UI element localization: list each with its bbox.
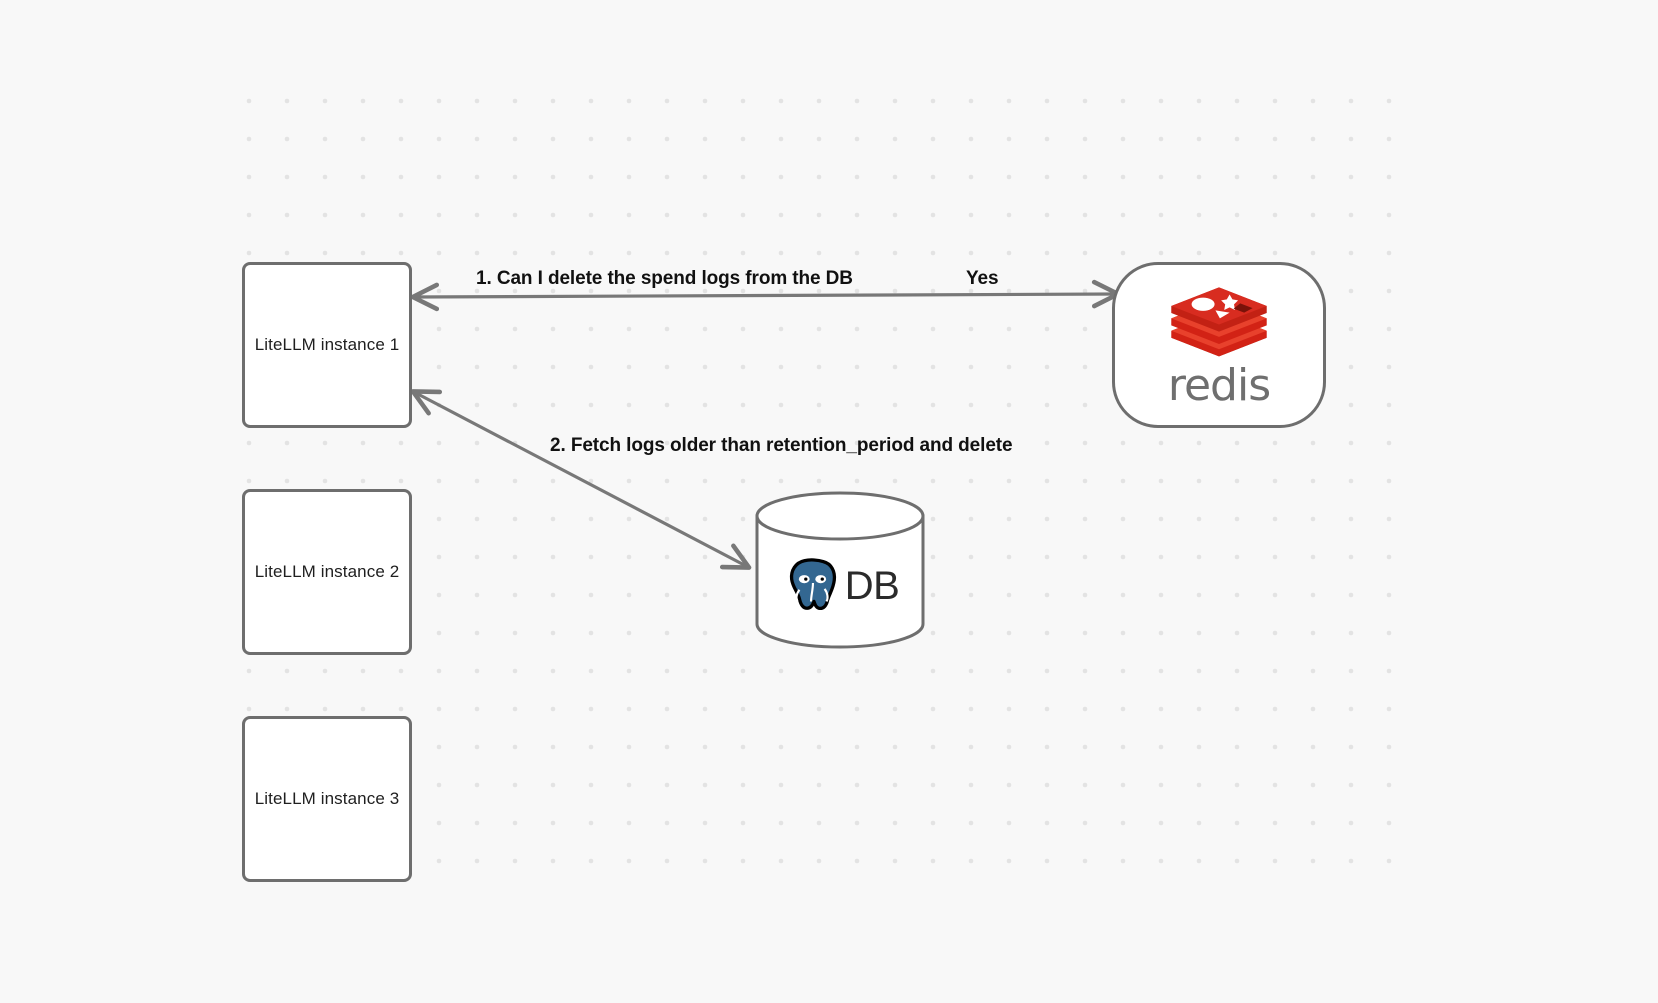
node-redis[interactable]: redis [1112,262,1326,428]
node-litellm-instance-3-label: LiteLLM instance 3 [254,789,400,808]
node-litellm-instance-1[interactable]: LiteLLM instance 1 [242,262,412,428]
edge-label-step-1: 1. Can I delete the spend logs from the … [476,268,853,289]
node-litellm-instance-2-label: LiteLLM instance 2 [254,562,400,581]
redis-logo-icon [1165,283,1273,364]
node-litellm-instance-2[interactable]: LiteLLM instance 2 [242,489,412,655]
node-database[interactable]: DB [754,490,926,650]
edge-litellm1-to-db [410,389,752,570]
edge-label-step-1-reply: Yes [966,268,999,289]
redis-wordmark-label: redis [1167,359,1271,411]
edge-litellm1-to-redis [410,279,1121,312]
database-label: DB [844,564,900,608]
node-litellm-instance-1-label: LiteLLM instance 1 [254,335,400,354]
edge-label-step-2: 2. Fetch logs older than retention_perio… [550,435,1013,456]
postgresql-elephant-icon [781,553,843,620]
database-cylinder-shape [755,491,925,649]
node-litellm-instance-3[interactable]: LiteLLM instance 3 [242,716,412,882]
